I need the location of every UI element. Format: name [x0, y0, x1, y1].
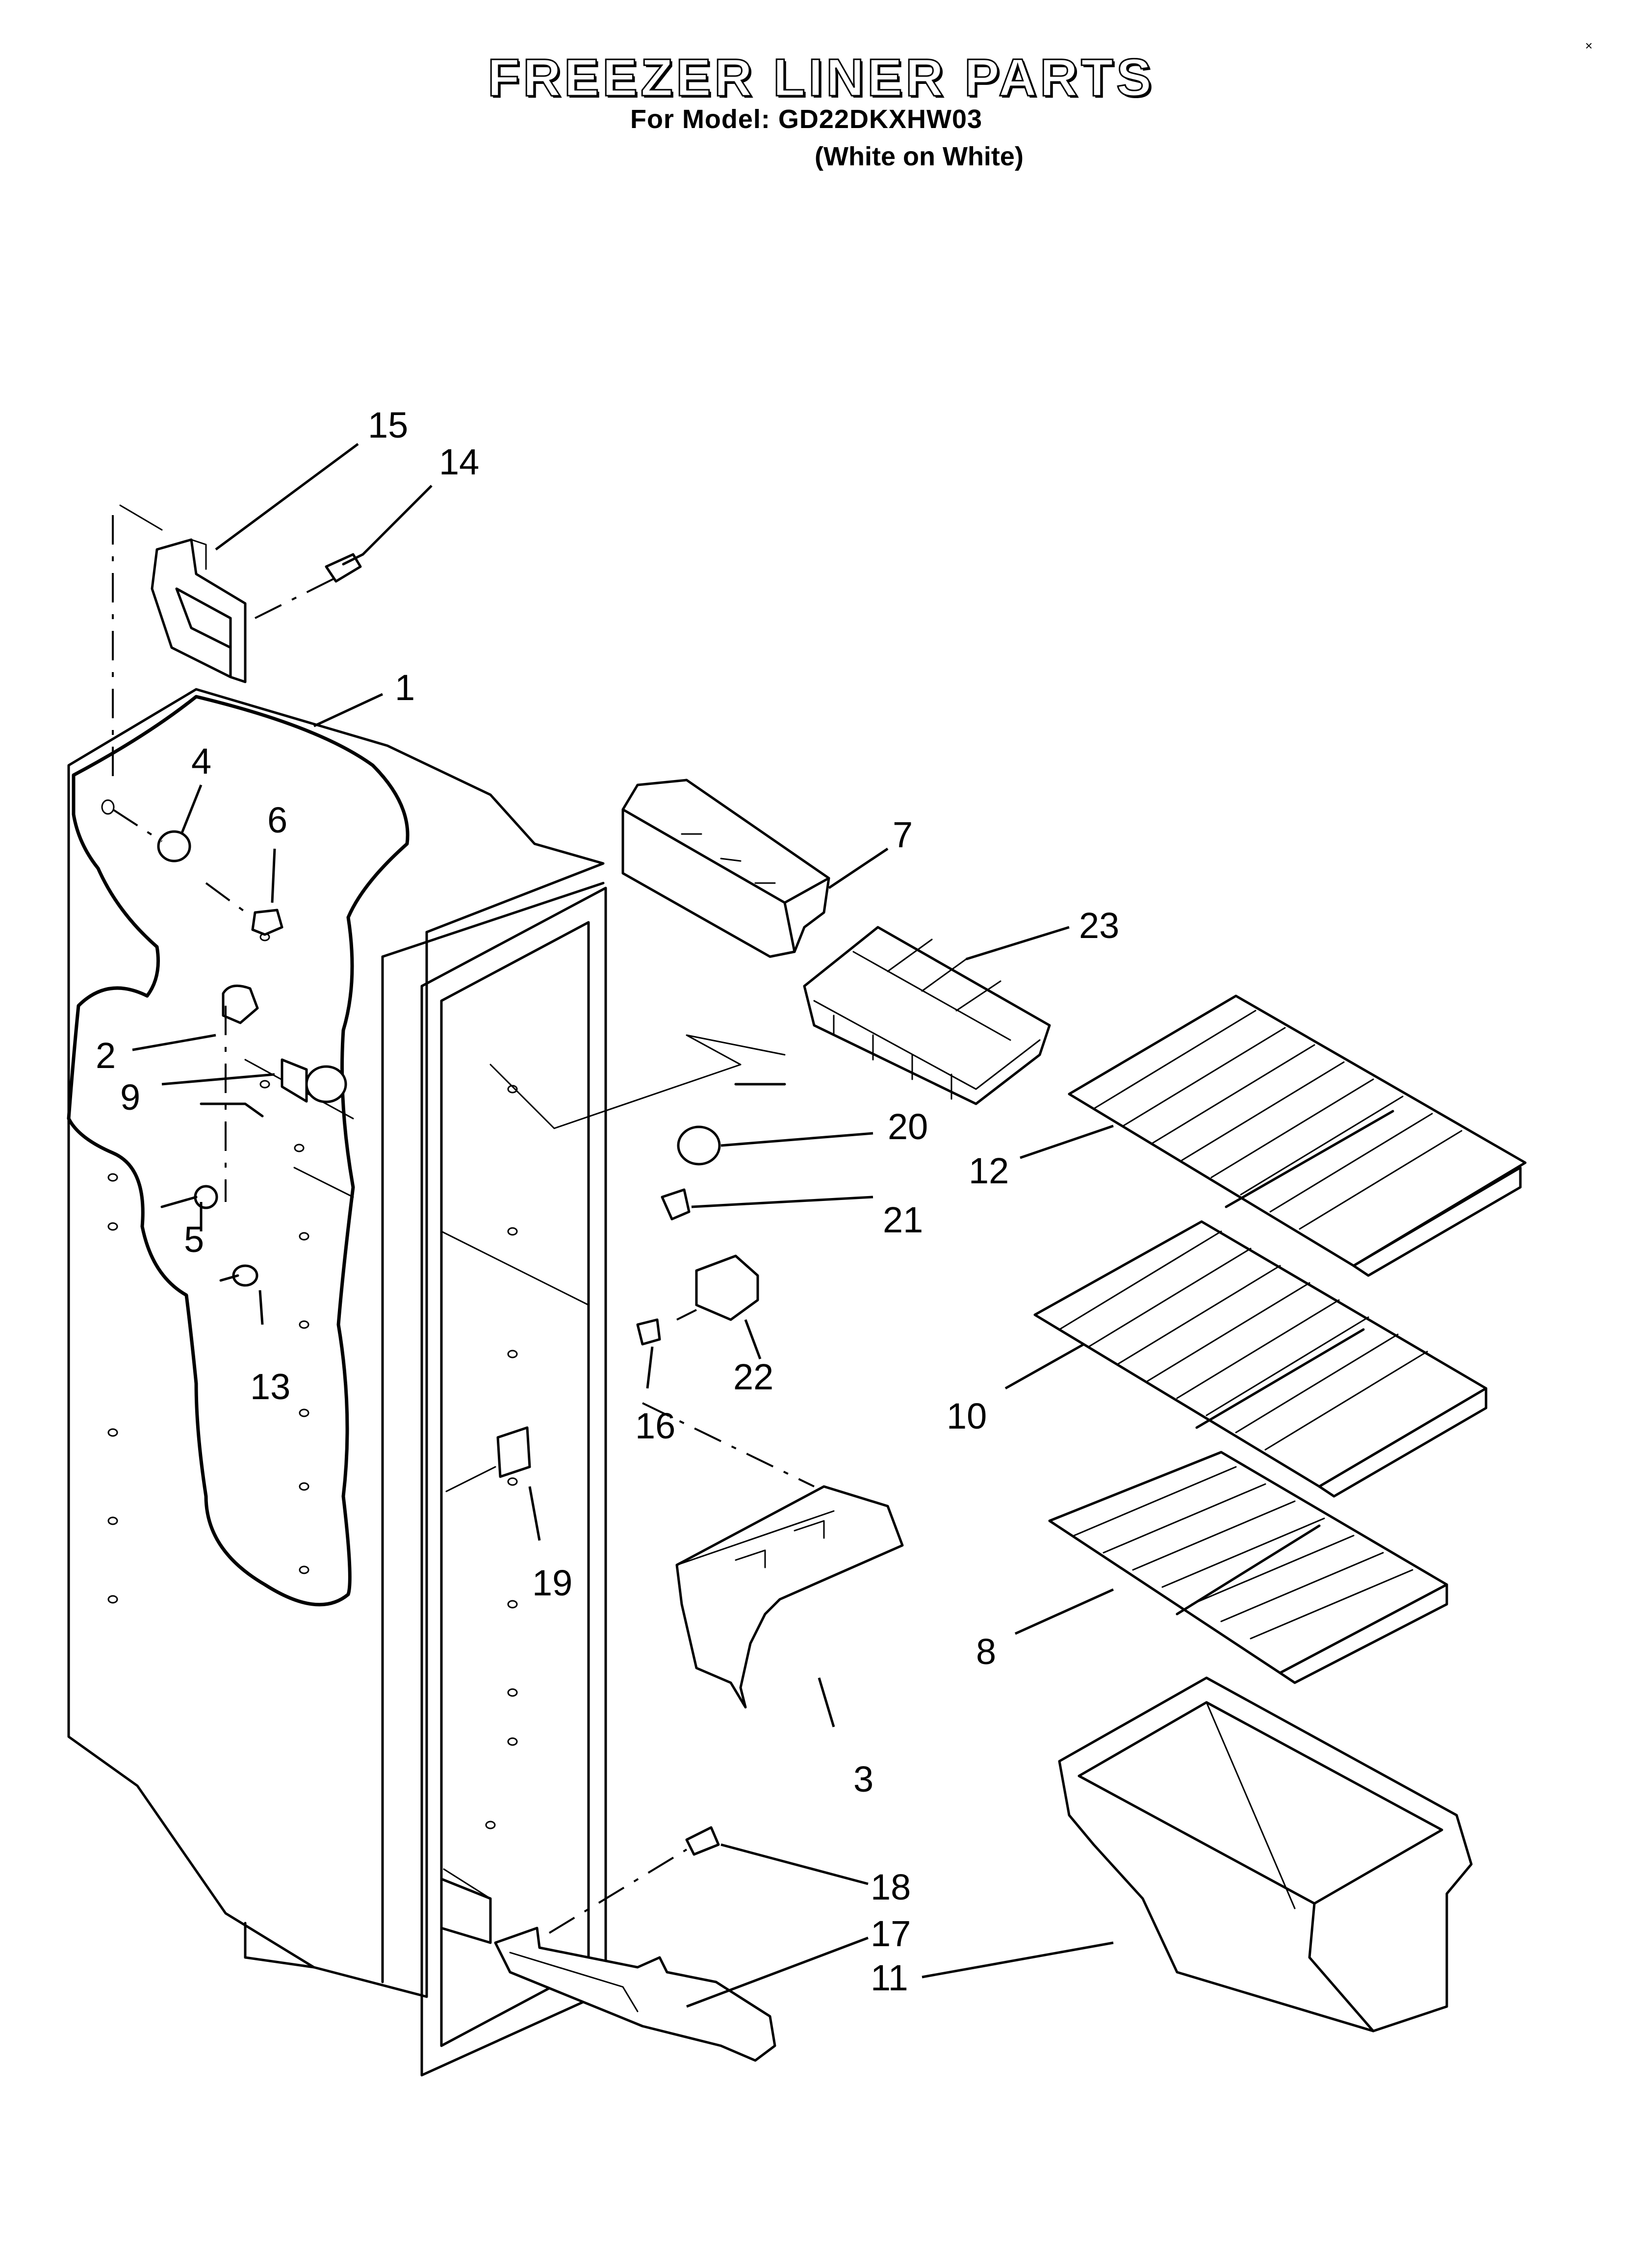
bracket-screw — [325, 553, 364, 583]
model-number: For Model: GD22DKXHW03 — [630, 104, 983, 134]
shelf-12 — [1068, 994, 1527, 1277]
freezer-basket — [1058, 1676, 1473, 2033]
support-screw — [685, 1826, 720, 1856]
callout-3: 3 — [853, 1759, 874, 1799]
shelf-8 — [1048, 1451, 1448, 1684]
callout-9: 9 — [120, 1077, 141, 1118]
liner-mounting-holes — [107, 933, 518, 1829]
callout-8: 8 — [976, 1631, 997, 1672]
callout-7: 7 — [893, 814, 913, 855]
callout-21: 21 — [883, 1199, 924, 1240]
ice-cube-tray — [803, 926, 1051, 1105]
clip-part — [251, 909, 283, 936]
callout-15: 15 — [368, 405, 409, 445]
callout-17: 17 — [871, 1913, 911, 1954]
corner-mark: × — [1585, 38, 1593, 53]
knob — [661, 1188, 691, 1221]
freezer-liner — [67, 688, 786, 2077]
callout-11: 11 — [871, 1957, 908, 1998]
callout-13: 13 — [250, 1366, 291, 1407]
callout-19: 19 — [532, 1563, 573, 1603]
thermostat-knob — [194, 1185, 218, 1209]
callout-14: 14 — [439, 442, 480, 482]
callout-20: 20 — [888, 1106, 928, 1147]
top-bracket — [151, 538, 247, 683]
plug-button — [157, 830, 191, 862]
callout-16: 16 — [635, 1406, 676, 1446]
callout-6: 6 — [267, 800, 288, 840]
callout-2: 2 — [96, 1035, 116, 1076]
callout-23: 23 — [1079, 905, 1120, 946]
callout-22: 22 — [733, 1356, 774, 1397]
callout-5: 5 — [184, 1219, 205, 1260]
lamp-socket — [222, 984, 259, 1024]
air-chute-cover — [675, 1485, 904, 1709]
bottom-support — [494, 1927, 776, 2062]
ice-bin — [621, 779, 830, 958]
callout-12: 12 — [969, 1150, 1009, 1191]
callout-leaders — [132, 443, 1114, 2008]
light-bulb — [305, 1065, 347, 1103]
callout-4: 4 — [191, 741, 212, 782]
light-switch-housing — [695, 1254, 759, 1321]
diagram-title: FREEZER LINER PARTS — [487, 47, 1155, 108]
callout-1: 1 — [395, 667, 415, 708]
switch-screw — [636, 1318, 661, 1346]
callout-10: 10 — [947, 1396, 987, 1436]
shelf-10 — [1033, 1220, 1488, 1498]
knob-insert — [677, 1125, 721, 1166]
color-variant: (White on White) — [815, 142, 1024, 171]
callout-18: 18 — [871, 1867, 911, 1907]
door-switch — [496, 1426, 531, 1478]
